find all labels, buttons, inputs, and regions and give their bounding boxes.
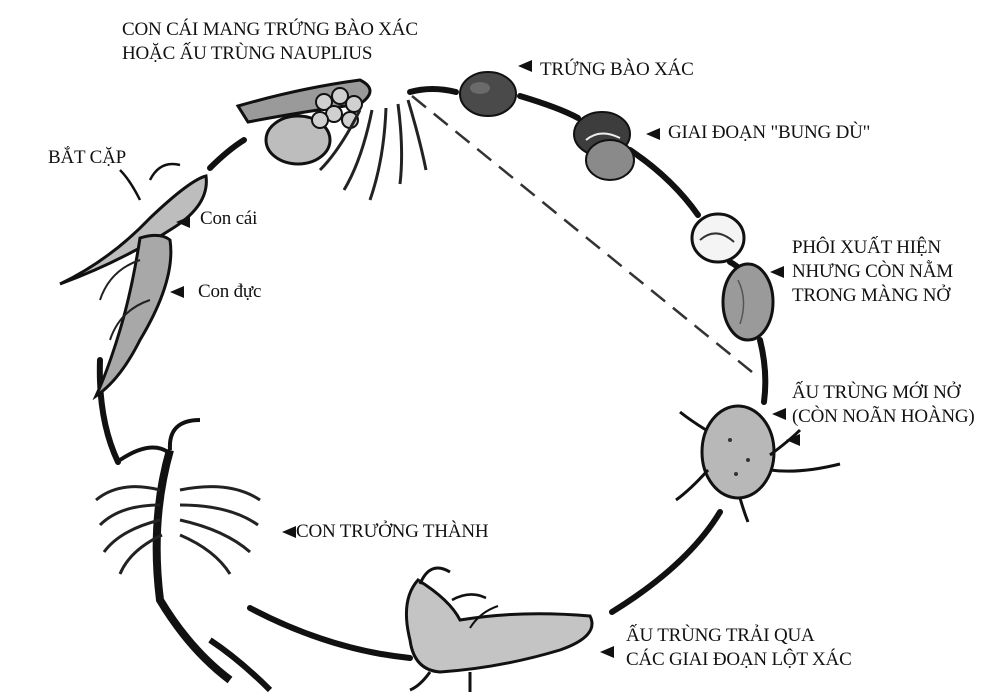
embryo-emerging-illustration <box>692 214 773 340</box>
label-adult: CON TRƯỞNG THÀNH <box>296 520 488 544</box>
label-cyst-egg: TRỨNG BÀO XÁC <box>540 58 694 82</box>
pointer-arrow <box>770 266 784 278</box>
ring-segment <box>210 140 244 168</box>
adult-illustration <box>96 420 270 690</box>
ring-segment <box>612 512 720 612</box>
ring-segment <box>410 89 456 92</box>
label-male: Con đực <box>198 280 261 304</box>
label-umbrella-stage: GIAI ĐOẠN "BUNG DÙ" <box>668 121 870 145</box>
label-embryo-in-membrane: PHÔI XUẤT HIỆN NHƯNG CÒN NẰM TRONG MÀNG … <box>792 236 953 308</box>
label-female: Con cái <box>200 207 257 231</box>
ring-segment <box>520 96 578 118</box>
cyst-egg-illustration <box>460 72 516 116</box>
label-molting-larva: ẤU TRÙNG TRẢI QUA CÁC GIAI ĐOẠN LỘT XÁC <box>626 624 852 672</box>
label-mating: BẮT CẶP <box>48 146 126 170</box>
ring-segment <box>250 608 410 658</box>
ring-segment <box>630 150 698 215</box>
label-pointers <box>170 60 800 658</box>
umbrella-stage-illustration <box>574 112 634 180</box>
pointer-arrow <box>600 646 614 658</box>
pointer-arrow <box>282 526 296 538</box>
ring-segment <box>760 340 765 402</box>
mating-pair-illustration <box>60 164 206 396</box>
pointer-arrow <box>518 60 532 72</box>
pointer-arrow <box>772 408 786 420</box>
label-female-carrying: CON CÁI MANG TRỨNG BÀO XÁC HOẶC ẤU TRÙNG… <box>122 18 418 66</box>
cycle-ring <box>100 89 766 658</box>
label-newly-hatched: ẤU TRÙNG MỚI NỞ (CÒN NOÃN HOÀNG) <box>792 381 975 429</box>
female-carrying-eggs-illustration <box>238 80 426 200</box>
molting-larva-illustration <box>406 568 592 692</box>
pointer-arrow <box>646 128 660 140</box>
pointer-arrow <box>170 286 184 298</box>
